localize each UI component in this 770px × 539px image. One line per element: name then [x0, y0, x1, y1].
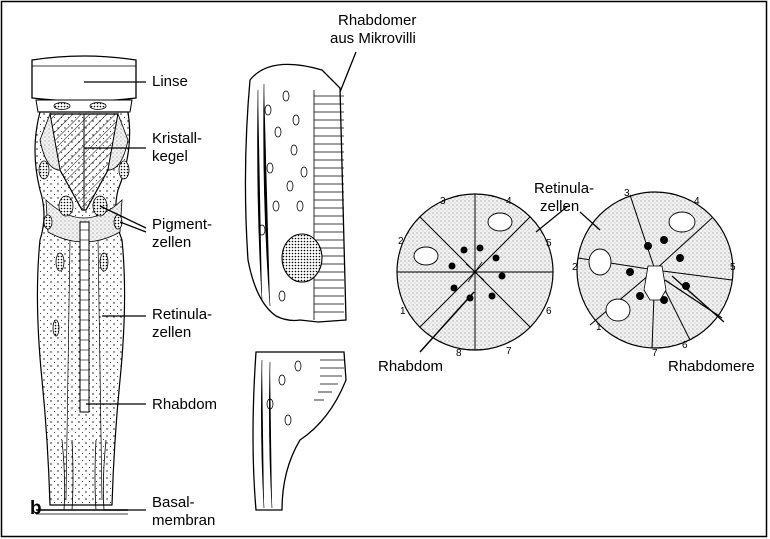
label-pigment-1: Pigment-: [152, 216, 213, 233]
label-kristall-1: Kristall-: [152, 130, 203, 147]
label-retinula-2: zellen: [152, 324, 192, 341]
cell-number: 2: [572, 262, 578, 273]
cell-number: 7: [652, 348, 658, 359]
label-kristall-2: kegel: [152, 148, 188, 165]
label-linse: Linse: [152, 73, 188, 90]
cell-number: 6: [682, 340, 688, 351]
cell-number: 7: [506, 346, 512, 357]
label-pigment-2: zellen: [152, 234, 192, 251]
cell-number: 1: [400, 306, 406, 317]
cell-number: 6: [546, 306, 552, 317]
cell-number: 5: [730, 262, 736, 273]
cell-number: 1: [596, 322, 602, 333]
cell-number: 5: [546, 238, 552, 249]
label-rhabdom: Rhabdom: [152, 396, 218, 413]
cross-section-8-cells: [396, 193, 569, 353]
label-basal-1: Basal-: [152, 494, 195, 511]
retinula-cell-enlarged: [244, 51, 357, 511]
rhabdom-rod: [79, 221, 90, 413]
label-cs-retinula-1: Retinula-: [534, 180, 595, 197]
label-rhabdomer-1: Rhabdomer: [338, 12, 417, 29]
ommatidium-longitudinal: [31, 55, 147, 515]
label-retinula-1: Retinula-: [152, 306, 213, 323]
cross-section-7-cells: [576, 191, 734, 349]
label-cs-retinula-2: zellen: [540, 198, 580, 215]
cell-number: 3: [624, 188, 630, 199]
cell-number: 4: [506, 196, 512, 207]
label-cs-rhabdom: Rhabdom: [378, 358, 444, 375]
label-basal-2: membran: [152, 512, 216, 529]
label-cs-rhabdomere: Rhabdomere: [668, 358, 755, 375]
cell-number: 8: [456, 348, 462, 359]
label-rhabdomer-2: aus Mikrovilli: [330, 30, 416, 47]
lens-shape: [31, 55, 137, 102]
panel-letter: b: [30, 498, 42, 519]
cell-number: 2: [398, 236, 404, 247]
cell-number: 3: [440, 196, 446, 207]
cell-number: 4: [694, 196, 700, 207]
